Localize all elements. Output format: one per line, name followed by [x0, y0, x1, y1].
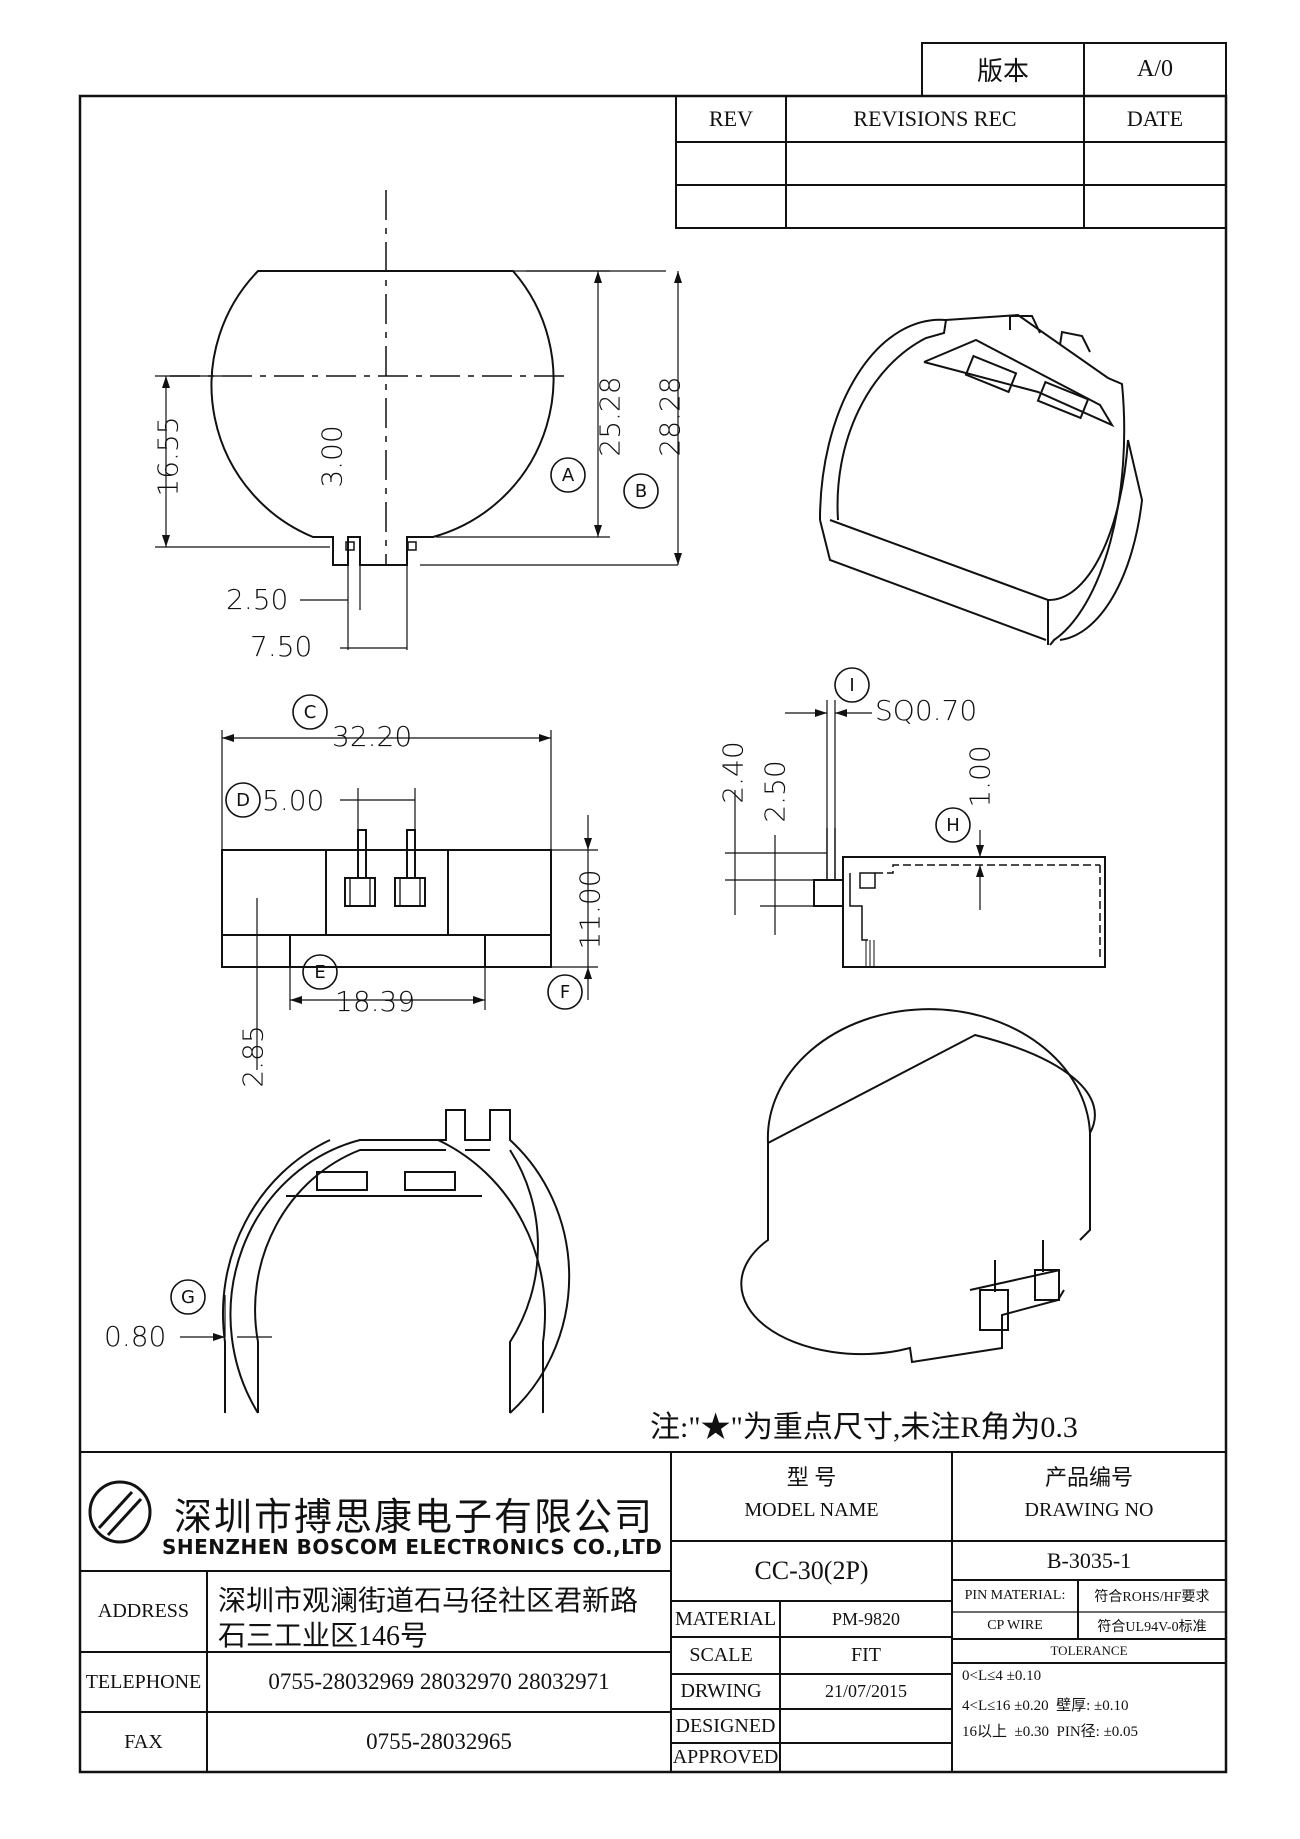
callout-c: C [303, 701, 317, 723]
drawing-no-value: B-3035-1 [1046, 1547, 1132, 1573]
scale-value: FIT [851, 1644, 881, 1666]
callout-d-circle [225, 782, 261, 818]
material-label: MATERIAL [674, 1607, 777, 1630]
dim-18-39: 18.39 [335, 985, 416, 1018]
address-line-1: 深圳市观澜街道石马径社区君新路 [218, 1586, 639, 1617]
callout-h: H [946, 814, 960, 836]
model-name-value: CC-30(2P) [754, 1556, 869, 1585]
model-name-en: MODEL NAME [744, 1498, 879, 1521]
callout-e-circle [302, 954, 338, 990]
drwing-label: DRWING [680, 1680, 762, 1702]
dim-25-28: 25.28 [593, 376, 627, 457]
scale-label: SCALE [689, 1644, 753, 1666]
tolerance-line-3: 16以上 ±0.30 PIN径: ±0.05 [962, 1724, 1139, 1740]
callout-i-circle [834, 667, 870, 703]
drawing-no-cn: 产品编号 [1044, 1465, 1133, 1490]
pin-material-label: PIN MATERIAL: [964, 1588, 1066, 1603]
dim-3-00: 3.00 [315, 425, 349, 488]
telephone-value: 0755-28032969 28032970 28032971 [268, 1669, 610, 1694]
telephone-label: TELEPHONE [85, 1670, 202, 1693]
dim-5-00: 5.00 [262, 784, 325, 817]
dim-2-50b: 2.50 [758, 760, 792, 823]
cp-wire-value: 符合UL94V-0标准 [1097, 1619, 1207, 1635]
company-name-en: SHENZHEN BOSCOM ELECTRONICS CO.,LTD [162, 1535, 663, 1559]
callout-h-circle [935, 807, 971, 843]
bottom-view [222, 1109, 571, 1414]
address-line-2: 石三工业区146号 [218, 1621, 429, 1652]
drawing-no-en: DRAWING NO [1024, 1498, 1154, 1521]
callout-e: E [314, 961, 326, 983]
callout-c-circle [292, 694, 328, 730]
dim-32-20: 32.20 [332, 720, 413, 753]
drwing-value: 21/07/2015 [824, 1681, 907, 1701]
revisions-rec-header: REVISIONS REC [853, 106, 1017, 131]
drawing-border [78, 94, 1228, 1774]
dim-2-85: 2.85 [236, 1025, 270, 1088]
version-value: A/0 [1137, 56, 1173, 82]
date-header: DATE [1126, 106, 1184, 131]
iso-view-bottom [740, 1008, 1096, 1364]
tolerance-line-1: 0<L≤4 ±0.10 [962, 1668, 1042, 1684]
dim-11-00: 11.00 [573, 869, 607, 950]
callout-i: I [849, 674, 855, 696]
callout-f-circle [547, 974, 583, 1010]
callout-b: B [634, 480, 648, 502]
dim-sq0-70: SQ0.70 [875, 694, 978, 727]
drawing-note: 注:"★"为重点尺寸,未注R角为0.3 [650, 1411, 1078, 1444]
fax-value: 0755-28032965 [366, 1729, 512, 1754]
rev-header: REV [709, 106, 753, 131]
callout-b-circle [623, 473, 659, 509]
callout-a: A [561, 464, 575, 486]
side-view [813, 828, 1106, 968]
address-label: ADDRESS [97, 1600, 190, 1622]
approved-label: APPROVED [672, 1746, 779, 1768]
dim-7-50: 7.50 [250, 630, 313, 663]
front-view [221, 829, 552, 968]
company-logo [88, 1480, 152, 1544]
designed-label: DESIGNED [675, 1714, 776, 1737]
version-label: 版本 [976, 57, 1029, 86]
dim-2-40: 2.40 [716, 741, 750, 804]
dim-2-50: 2.50 [226, 583, 289, 616]
callout-f: F [559, 981, 571, 1003]
callout-g-circle [170, 1279, 206, 1315]
callout-d: D [236, 789, 250, 811]
cp-wire-label: CP WIRE [987, 1617, 1043, 1633]
material-value: PM-9820 [831, 1608, 900, 1629]
pin-material-value: 符合ROHS/HF要求 [1094, 1590, 1210, 1605]
model-name-cn: 型 号 [786, 1465, 837, 1490]
company-name-cn: 深圳市搏思康电子有限公司 [174, 1497, 655, 1539]
top-view-outline [210, 270, 555, 566]
dim-0-80: 0.80 [104, 1320, 167, 1353]
callout-a-circle [550, 457, 586, 493]
tolerance-line-2: 4<L≤16 ±0.20 壁厚: ±0.10 [962, 1698, 1129, 1714]
tolerance-label: TOLERANCE [1050, 1643, 1128, 1658]
callout-g: G [181, 1286, 195, 1308]
iso-view-top [818, 313, 1144, 646]
dim-28-28: 28.28 [653, 376, 687, 457]
fax-label: FAX [124, 1730, 163, 1753]
dim-16-55: 16.55 [151, 416, 185, 497]
